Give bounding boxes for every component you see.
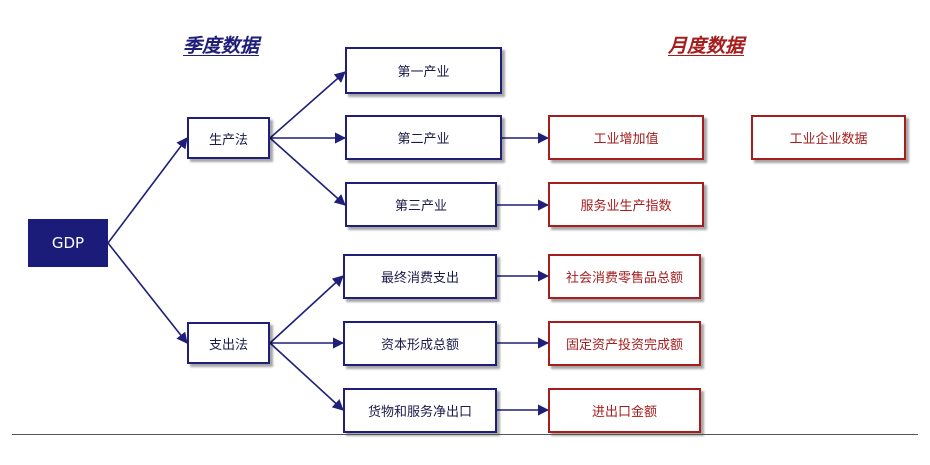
- industrial-enterprise-data-box: 工业企业数据: [751, 115, 906, 160]
- net-exports-box: 货物和服务净出口: [343, 388, 497, 433]
- monthly-data-heading: 月度数据: [668, 35, 745, 57]
- expenditure-method-box: 支出法: [187, 322, 270, 364]
- final-consumption-box: 最终消费支出: [343, 254, 497, 299]
- arrow-expenditure-to-netexport: [269, 342, 344, 411]
- arrow-production-to-primary: [269, 71, 346, 139]
- arrow-gdp-to-production: [107, 137, 188, 244]
- capital-formation-box: 资本形成总额: [343, 321, 497, 366]
- secondary-industry-box: 第二产业: [345, 115, 502, 160]
- import-export-box: 进出口金额: [548, 388, 701, 433]
- arrow-expenditure-to-consumption: [269, 275, 344, 344]
- quarterly-data-heading: 季度数据: [183, 35, 260, 57]
- production-method-box: 生产法: [187, 117, 270, 159]
- industrial-value-added-box: 工业增加值: [548, 115, 704, 160]
- service-production-index-box: 服务业生产指数: [548, 182, 704, 227]
- arrow-gdp-to-expenditure: [107, 242, 188, 344]
- retail-sales-box: 社会消费零售品总额: [548, 254, 701, 299]
- tertiary-industry-box: 第三产业: [345, 182, 497, 227]
- bottom-divider: [12, 434, 918, 435]
- fixed-asset-investment-box: 固定资产投资完成额: [548, 321, 701, 366]
- arrow-production-to-tertiary: [269, 137, 346, 206]
- primary-industry-box: 第一产业: [345, 47, 502, 94]
- gdp-box: GDP: [28, 219, 108, 267]
